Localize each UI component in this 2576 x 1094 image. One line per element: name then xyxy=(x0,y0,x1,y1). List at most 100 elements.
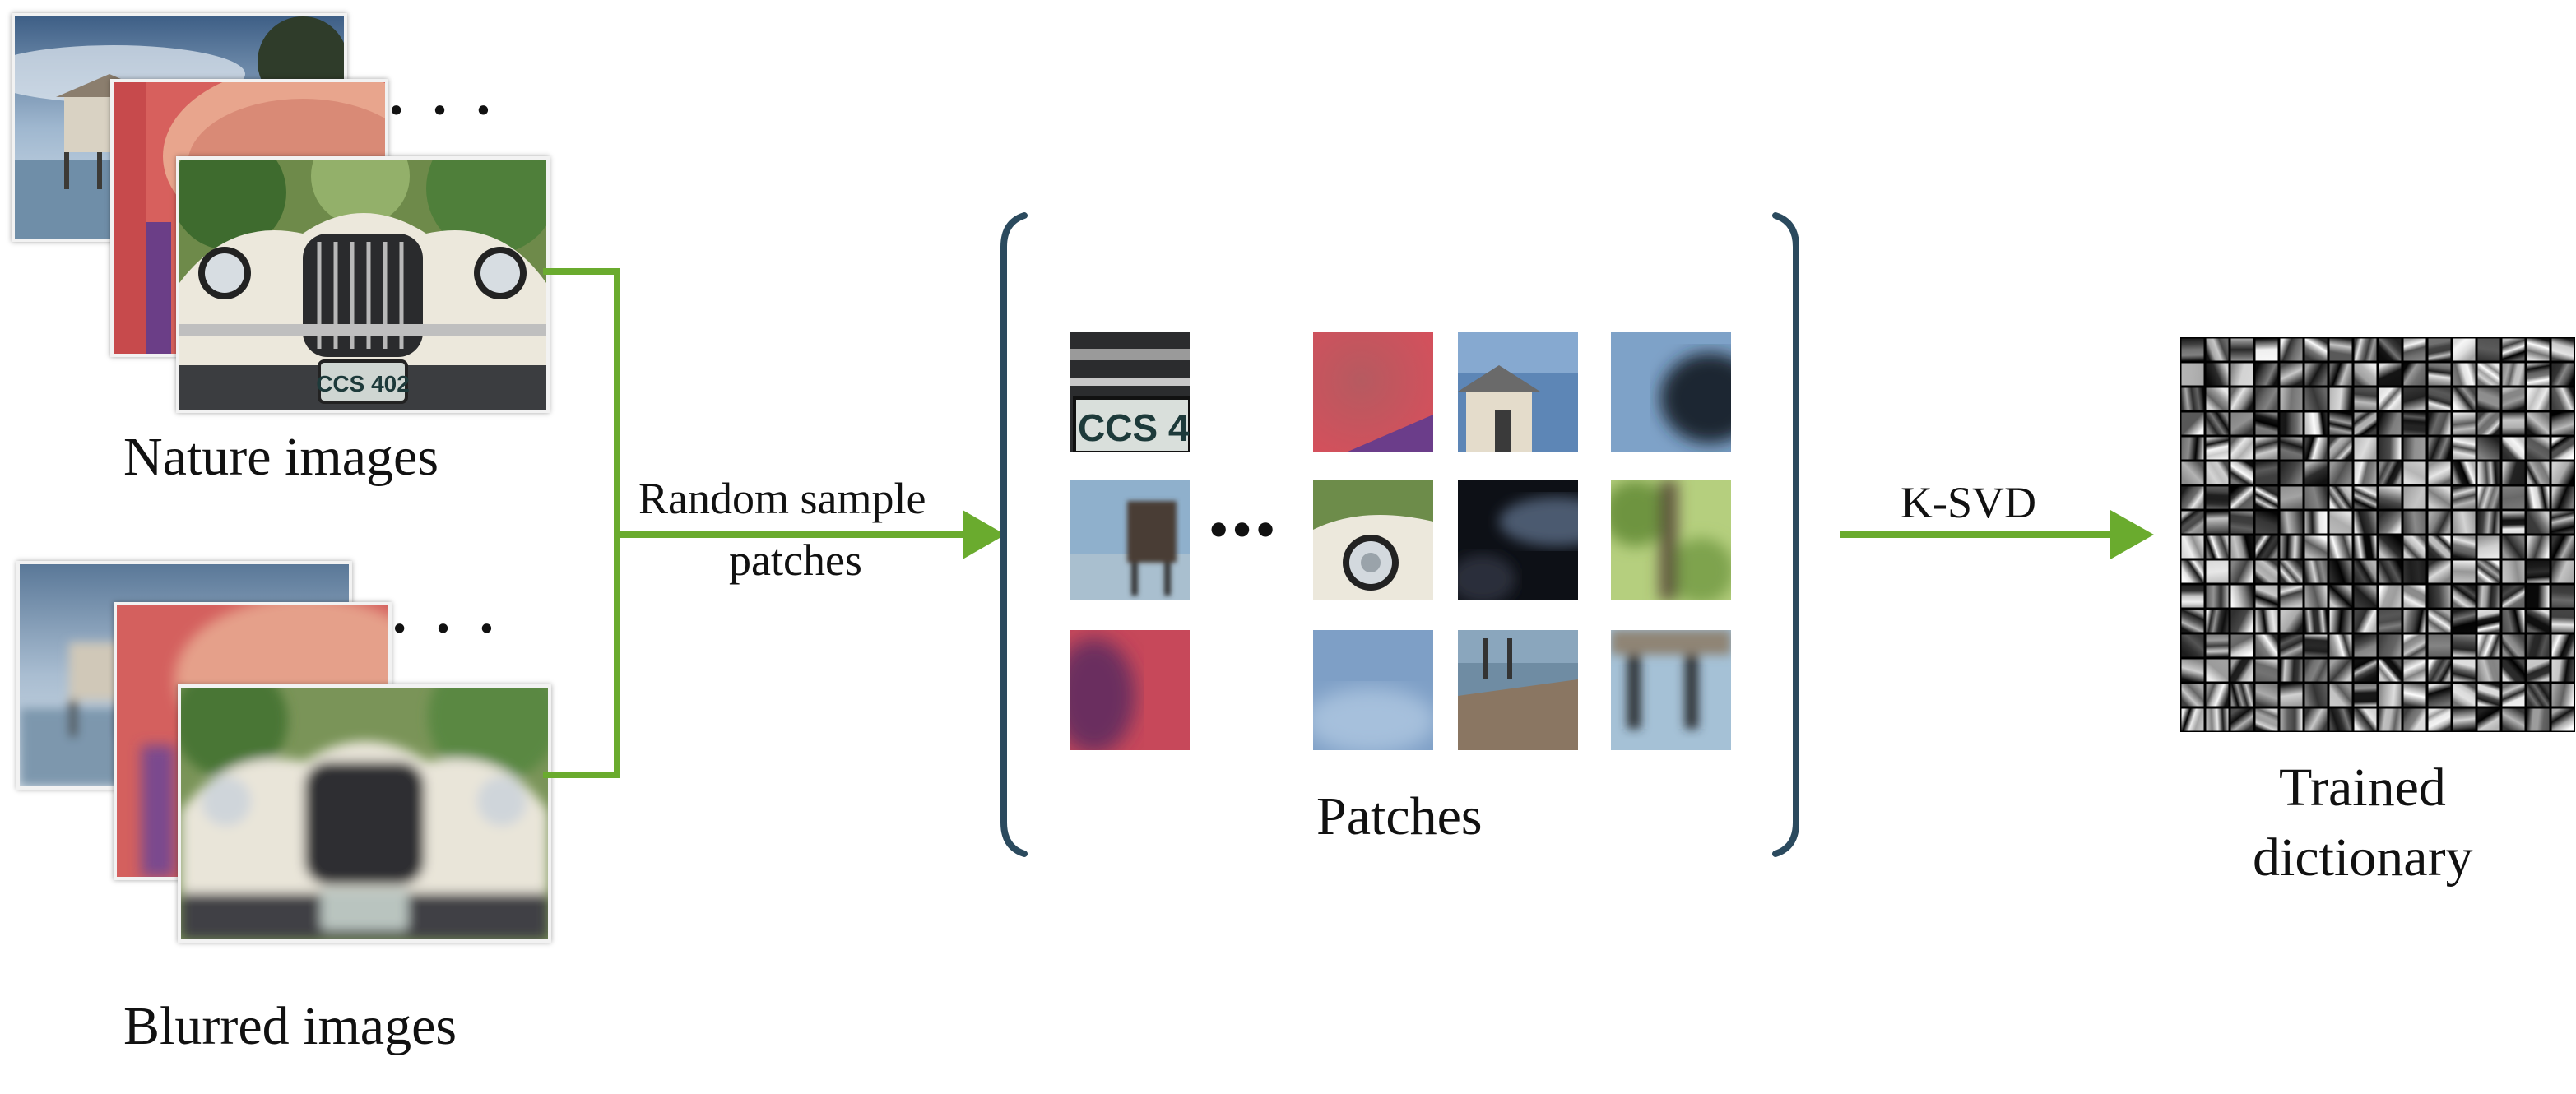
dictionary-atom xyxy=(2502,412,2525,435)
dictionary-atom xyxy=(2230,708,2253,731)
dictionary-atom xyxy=(2304,659,2328,682)
dictionary-atom xyxy=(2206,634,2229,657)
dictionary-atom xyxy=(2255,610,2278,633)
dictionary-atom xyxy=(2304,486,2328,509)
dictionary-atom xyxy=(2502,560,2525,583)
dictionary-atom xyxy=(2428,461,2451,484)
dictionary-atom xyxy=(2428,511,2451,534)
dictionary-atom xyxy=(2280,387,2303,410)
dictionary-atom xyxy=(2477,437,2500,460)
dictionary-atom xyxy=(2329,338,2352,361)
dictionary-atom xyxy=(2280,684,2303,707)
dictionary-atom xyxy=(2280,461,2303,484)
dictionary-atom xyxy=(2255,659,2278,682)
dictionary-atom xyxy=(2379,486,2402,509)
dictionary-atom xyxy=(2379,659,2402,682)
nature-stack-ellipsis: · · · xyxy=(387,79,499,142)
dictionary-atom xyxy=(2181,684,2204,707)
dictionary-atom xyxy=(2428,634,2451,657)
dictionary-atom xyxy=(2527,461,2550,484)
dictionary-atom xyxy=(2428,363,2451,386)
dictionary-atom xyxy=(2551,461,2574,484)
dictionary-atom xyxy=(2551,511,2574,534)
dictionary-atom xyxy=(2428,535,2451,559)
dictionary-atom xyxy=(2206,708,2229,731)
dictionary-atom xyxy=(2477,708,2500,731)
dictionary-atom xyxy=(2181,486,2204,509)
dictionary-atom xyxy=(2403,486,2426,509)
dictionary-atom xyxy=(2527,708,2550,731)
dictionary-atom xyxy=(2304,363,2328,386)
dictionary-atom xyxy=(2329,535,2352,559)
dictionary-atom xyxy=(2354,634,2377,657)
dictionary-atom xyxy=(2354,338,2377,361)
dictionary-atom xyxy=(2181,338,2204,361)
dictionary-atom xyxy=(2403,708,2426,731)
dictionary-atom xyxy=(2329,461,2352,484)
dictionary-atom xyxy=(2206,412,2229,435)
dictionary-atom xyxy=(2551,659,2574,682)
nature-images-label: Nature images xyxy=(123,427,439,487)
dictionary-atom xyxy=(2527,363,2550,386)
dictionary-atom xyxy=(2428,585,2451,608)
dictionary-atom xyxy=(2181,461,2204,484)
dictionary-atom xyxy=(2403,363,2426,386)
dictionary-atom xyxy=(2453,486,2476,509)
dictionary-atom xyxy=(2379,585,2402,608)
dictionary-atom xyxy=(2230,634,2253,657)
dictionary-atom xyxy=(2453,363,2476,386)
dictionary-atom xyxy=(2206,486,2229,509)
dictionary-atom xyxy=(2304,560,2328,583)
dictionary-atom xyxy=(2255,437,2278,460)
dictionary-atom xyxy=(2403,659,2426,682)
dictionary-atom xyxy=(2230,585,2253,608)
trained-dictionary-label-line2: dictionary xyxy=(2253,827,2473,888)
dictionary-atom xyxy=(2354,511,2377,534)
dictionary-atom xyxy=(2304,535,2328,559)
patch-license-plate: CCS 4 xyxy=(1070,332,1190,452)
dictionary-atom xyxy=(2453,535,2476,559)
dictionary-atom xyxy=(2477,610,2500,633)
dictionary-atom xyxy=(2477,338,2500,361)
patch-headlight xyxy=(1313,480,1433,600)
dictionary-atom xyxy=(2453,585,2476,608)
dictionary-atom xyxy=(2453,437,2476,460)
dictionary-atom xyxy=(2551,610,2574,633)
dictionary-atom xyxy=(2453,610,2476,633)
dictionary-atom xyxy=(2230,659,2253,682)
dictionary-atom xyxy=(2551,486,2574,509)
dictionary-atom xyxy=(2379,684,2402,707)
dictionary-atom xyxy=(2502,610,2525,633)
dictionary-atom xyxy=(2206,363,2229,386)
license-plate-text: CCS 402 xyxy=(316,371,410,396)
dictionary-atom xyxy=(2502,634,2525,657)
dictionary-atom xyxy=(2379,708,2402,731)
dictionary-atom xyxy=(2527,387,2550,410)
dictionary-atom xyxy=(2379,338,2402,361)
dictionary-atom xyxy=(2329,387,2352,410)
dictionary-atom xyxy=(2354,684,2377,707)
dictionary-atom xyxy=(2379,412,2402,435)
dictionary-atom xyxy=(2551,412,2574,435)
dictionary-atom xyxy=(2527,634,2550,657)
ksvd-label: K-SVD xyxy=(1901,478,2037,527)
dictionary-atom xyxy=(2403,684,2426,707)
dictionary-atom xyxy=(2230,535,2253,559)
dictionary-atom xyxy=(2280,437,2303,460)
dictionary-atom xyxy=(2403,610,2426,633)
dictionary-atom xyxy=(2428,338,2451,361)
dictionary-atom xyxy=(2527,437,2550,460)
dictionary-atom xyxy=(2477,387,2500,410)
patch-blurred-pier xyxy=(1070,480,1190,600)
dictionary-atom xyxy=(2304,387,2328,410)
dictionary-atom xyxy=(2280,486,2303,509)
dictionary-atom xyxy=(2280,585,2303,608)
dictionary-atom xyxy=(2304,338,2328,361)
dictionary-atom xyxy=(2354,659,2377,682)
dictionary-atom xyxy=(2379,560,2402,583)
dictionary-atom xyxy=(2255,511,2278,534)
dictionary-atom xyxy=(2230,412,2253,435)
dictionary-atom xyxy=(2379,511,2402,534)
dictionary-atom xyxy=(2280,560,2303,583)
dictionary-atom xyxy=(2230,486,2253,509)
